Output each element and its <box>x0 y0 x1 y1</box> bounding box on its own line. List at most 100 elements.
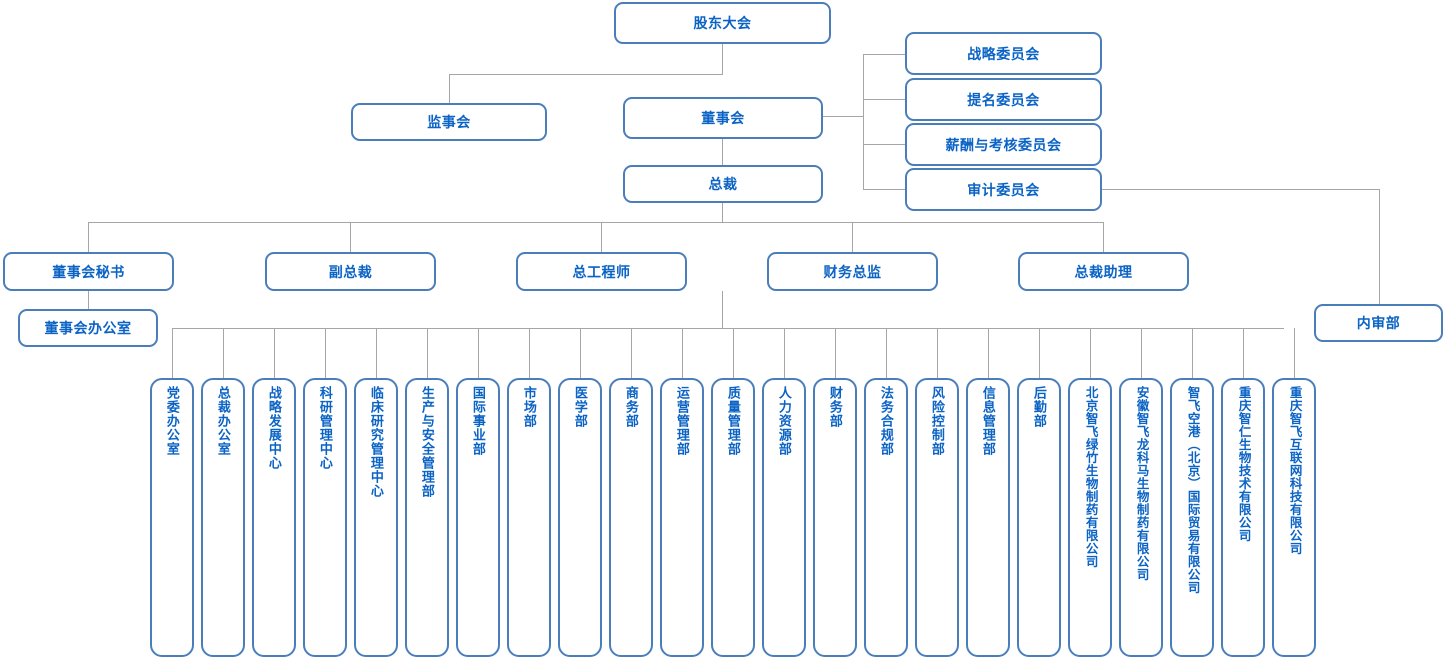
line-department-drop <box>1090 328 1091 378</box>
node-vice-president[interactable]: 副总裁 <box>265 252 436 291</box>
node-subsidiary[interactable]: 智飞空港（北京）国际贸易有限公司 <box>1170 378 1214 657</box>
node-department[interactable]: 风险控制部 <box>915 378 959 657</box>
node-label: 董事会 <box>701 110 745 126</box>
node-label: 临床研究管理中心 <box>368 386 384 498</box>
node-label: 生产与安全管理部 <box>419 386 435 498</box>
node-subsidiary[interactable]: 北京智飞绿竹生物制药有限公司 <box>1068 378 1112 657</box>
node-board-secretary[interactable]: 董事会秘书 <box>3 252 174 291</box>
node-label: 股东大会 <box>693 15 752 31</box>
node-committee-audit[interactable]: 审计委员会 <box>905 168 1102 211</box>
node-label: 提名委员会 <box>967 91 1040 108</box>
line-department-drop <box>784 328 785 378</box>
line-department-drop <box>1192 328 1193 378</box>
node-board-of-directors[interactable]: 董事会 <box>623 97 823 139</box>
node-label: 科研管理中心 <box>317 386 333 470</box>
node-department[interactable]: 党委办公室 <box>150 378 194 657</box>
node-subsidiary[interactable]: 安徽智飞龙科马生物制药有限公司 <box>1119 378 1163 657</box>
node-label: 总裁办公室 <box>215 386 231 456</box>
line-department-drop <box>1243 328 1244 378</box>
node-department[interactable]: 生产与安全管理部 <box>405 378 449 657</box>
node-department[interactable]: 市场部 <box>507 378 551 657</box>
line-department-drop <box>478 328 479 378</box>
node-department[interactable]: 总裁办公室 <box>201 378 245 657</box>
line-department-drop <box>274 328 275 378</box>
line-committee-2 <box>863 99 905 100</box>
node-label: 运营管理部 <box>674 386 690 456</box>
node-label: 财务总监 <box>823 263 882 280</box>
line-department-drop <box>937 328 938 378</box>
node-subsidiary[interactable]: 重庆智仁生物技术有限公司 <box>1221 378 1265 657</box>
line-exec-drop-5 <box>1103 222 1104 252</box>
node-label: 内审部 <box>1356 315 1401 331</box>
line-department-drop <box>529 328 530 378</box>
line-committee-bus <box>863 54 864 190</box>
line-board-president <box>722 139 723 165</box>
line-department-drop <box>835 328 836 378</box>
node-department[interactable]: 信息管理部 <box>966 378 1010 657</box>
node-label: 总裁 <box>708 176 738 192</box>
node-committee-compensation[interactable]: 薪酬与考核委员会 <box>905 123 1102 166</box>
line-department-drop <box>325 328 326 378</box>
line-president-to-dept-bus <box>722 291 723 328</box>
node-department[interactable]: 商务部 <box>609 378 653 657</box>
line-audit-to-internal-audit <box>1102 189 1380 190</box>
line-department-drop <box>376 328 377 378</box>
line-department-drop <box>580 328 581 378</box>
node-cfo[interactable]: 财务总监 <box>767 252 938 291</box>
node-label: 智飞空港（北京）国际贸易有限公司 <box>1185 386 1200 594</box>
node-president[interactable]: 总裁 <box>623 165 823 203</box>
node-department[interactable]: 科研管理中心 <box>303 378 347 657</box>
line-bus-supervisors <box>449 74 723 75</box>
node-label: 医学部 <box>572 386 588 428</box>
node-department[interactable]: 后勤部 <box>1017 378 1061 657</box>
node-president-assistant[interactable]: 总裁助理 <box>1018 252 1189 291</box>
node-label: 总工程师 <box>572 263 631 280</box>
line-executive-bus <box>88 222 1104 223</box>
line-department-drop <box>1294 328 1295 378</box>
line-committee-1 <box>863 54 905 55</box>
node-label: 战略委员会 <box>967 45 1040 62</box>
line-department-drop <box>733 328 734 378</box>
node-committee-nomination[interactable]: 提名委员会 <box>905 78 1102 121</box>
node-department[interactable]: 临床研究管理中心 <box>354 378 398 657</box>
node-committee-strategy[interactable]: 战略委员会 <box>905 32 1102 75</box>
line-department-bus <box>173 328 1284 329</box>
node-department[interactable]: 运营管理部 <box>660 378 704 657</box>
node-department[interactable]: 财务部 <box>813 378 857 657</box>
node-label: 后勤部 <box>1031 386 1047 428</box>
line-president-down <box>722 203 723 222</box>
node-label: 审计委员会 <box>967 181 1040 198</box>
node-department[interactable]: 国际事业部 <box>456 378 500 657</box>
line-board-to-committee-bus <box>823 116 863 117</box>
node-chief-engineer[interactable]: 总工程师 <box>516 252 687 291</box>
line-shareholders-down <box>722 44 723 74</box>
node-department[interactable]: 质量管理部 <box>711 378 755 657</box>
node-label: 战略发展中心 <box>266 386 282 470</box>
node-label: 安徽智飞龙科马生物制药有限公司 <box>1134 386 1149 581</box>
node-label: 财务部 <box>827 386 843 428</box>
line-department-drop <box>172 328 173 378</box>
line-department-drop <box>223 328 224 378</box>
line-exec-drop-1 <box>88 222 89 252</box>
node-label: 质量管理部 <box>725 386 741 456</box>
node-department[interactable]: 法务合规部 <box>864 378 908 657</box>
line-exec-drop-3 <box>601 222 602 252</box>
node-shareholders-meeting[interactable]: 股东大会 <box>614 2 831 44</box>
line-committee-4 <box>863 189 905 190</box>
node-internal-audit-department[interactable]: 内审部 <box>1314 304 1443 342</box>
line-department-drop <box>682 328 683 378</box>
node-label: 风险控制部 <box>929 386 945 456</box>
node-department[interactable]: 战略发展中心 <box>252 378 296 657</box>
node-subsidiary[interactable]: 重庆智飞互联网科技有限公司 <box>1272 378 1316 657</box>
node-label: 副总裁 <box>328 263 373 280</box>
node-department[interactable]: 医学部 <box>558 378 602 657</box>
line-internal-audit-down <box>1379 189 1380 304</box>
line-department-drop <box>1141 328 1142 378</box>
node-label: 董事会秘书 <box>52 263 125 280</box>
node-department[interactable]: 人力资源部 <box>762 378 806 657</box>
node-board-office[interactable]: 董事会办公室 <box>18 309 158 347</box>
node-label: 重庆智仁生物技术有限公司 <box>1236 386 1251 542</box>
line-exec-drop-2 <box>350 222 351 252</box>
line-exec-drop-4 <box>852 222 853 252</box>
node-board-of-supervisors[interactable]: 监事会 <box>351 103 547 141</box>
